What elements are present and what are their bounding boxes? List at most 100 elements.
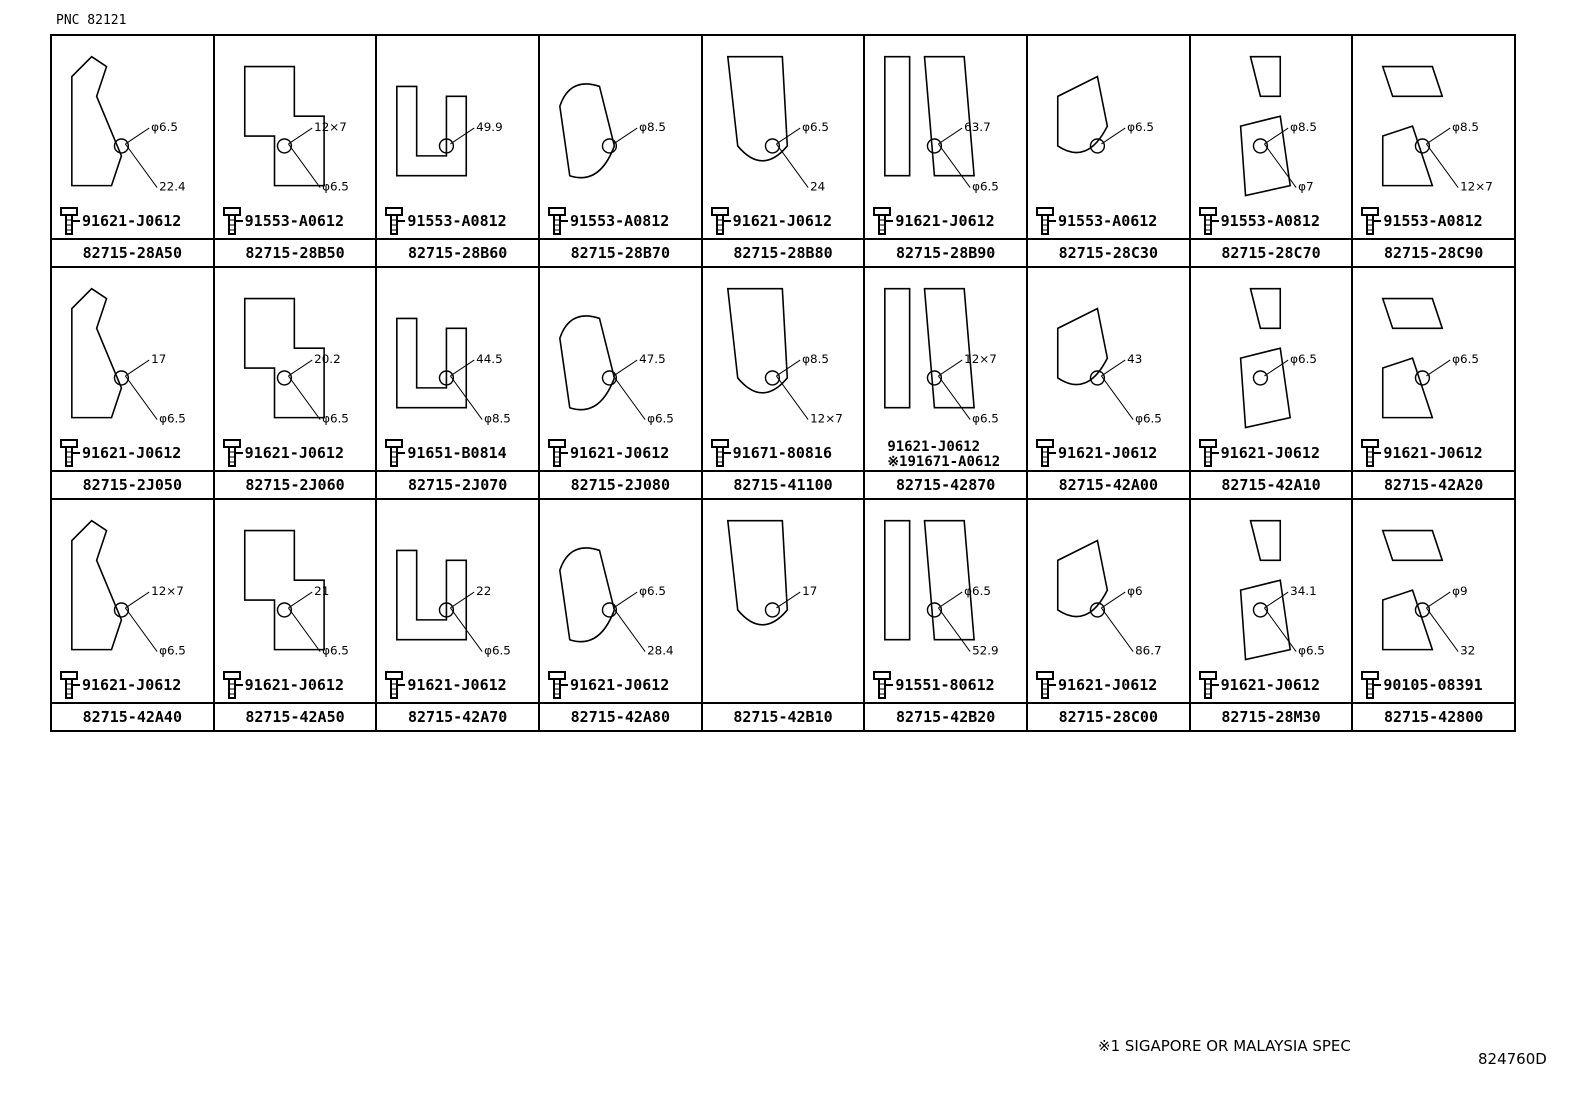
bracket-drawing: 63.7φ6.5 (884, 55, 999, 194)
leader-line (613, 591, 638, 609)
leader-line (612, 607, 646, 652)
dimension-label: 22 (477, 584, 492, 598)
mounting-hole (439, 602, 455, 618)
bolt-part-number: 91621-J0612 (82, 676, 182, 694)
bolt-part-number: 91621-J0612 (1383, 444, 1483, 462)
bracket-drawing: φ6.552.9 (884, 519, 999, 658)
bolt-icon (385, 671, 406, 699)
bracket-outline (243, 529, 325, 651)
bracket-drawing: 34.1φ6.5 (1239, 519, 1325, 661)
bracket-drawing: φ6.528.4 (559, 547, 674, 658)
bolt-notes: 91621-J0612※191671-A0612 (887, 440, 1000, 470)
part-number: 82715-28A50 (52, 238, 213, 266)
bolt-callout: 91671-80816 (709, 438, 832, 468)
bolt-part-number: 91621-J0612 (1220, 444, 1320, 462)
leader-line (1426, 359, 1451, 377)
bolt-part-number: 90105-08391 (1383, 676, 1483, 694)
bolt-icon (548, 439, 568, 467)
part-number: 82715-42A70 (377, 702, 538, 730)
leader-line (775, 127, 801, 145)
dimension-label: 12×7 (151, 584, 184, 598)
part-number: 82715-28C90 (1353, 238, 1514, 266)
leader-line (1101, 359, 1126, 377)
dimension-label: φ6.5 (322, 180, 349, 194)
mounting-hole (276, 602, 292, 618)
mounting-hole (601, 370, 618, 386)
mounting-hole (601, 138, 618, 154)
mounting-hole (764, 138, 780, 154)
bracket-outline (726, 287, 788, 394)
bracket-drawing: 20.2φ6.5 (243, 297, 349, 426)
bolt-icon (60, 439, 80, 467)
leader-line (124, 143, 158, 188)
bracket-drawing: φ8.512×7 (726, 287, 842, 426)
leader-line (124, 375, 158, 420)
bolt-icon (222, 439, 243, 467)
dimension-label: 43 (1127, 352, 1142, 366)
bolt-icon (1198, 207, 1219, 235)
bracket-outline (243, 297, 325, 419)
part-number: 82715-42800 (1353, 702, 1514, 730)
bracket-outline (884, 519, 976, 641)
dimension-label: 52.9 (972, 644, 998, 658)
bracket-drawing: φ6.5 (1056, 75, 1154, 154)
bracket-outline (396, 85, 468, 177)
dimension-label: 63.7 (965, 120, 991, 134)
bolt-callout: 91621-J0612 (1197, 670, 1320, 700)
bracket-outline (726, 55, 788, 162)
bolt-callout: 91553-A0612 (1034, 206, 1157, 236)
mounting-hole (439, 370, 455, 386)
dimension-label: φ6.5 (972, 412, 999, 426)
mounting-hole (1089, 370, 1106, 386)
bracket-drawing: 12×7φ6.5 (243, 65, 349, 194)
bracket-outline (1239, 55, 1291, 197)
bracket-drawing: φ6.522.4 (71, 55, 186, 194)
mounting-hole (1252, 138, 1268, 154)
bolt-icon (873, 207, 894, 235)
bolt-callout: 91621-J0612 (546, 670, 669, 700)
leader-line (1100, 375, 1134, 420)
dimension-label: φ8.5 (1453, 120, 1480, 134)
leader-line (450, 607, 483, 652)
mounting-hole (276, 370, 292, 386)
bolt-callout: 91621-J0612 (546, 438, 669, 468)
bolt-callout: 91621-J0612 (1359, 438, 1483, 468)
part-number: 82715-2J070 (377, 470, 538, 498)
leader-line (938, 359, 963, 377)
dimension-label: φ8.5 (1290, 120, 1317, 134)
part-number: 82715-28B50 (214, 238, 376, 266)
dimension-label: φ6.5 (159, 412, 186, 426)
mounting-hole (113, 602, 130, 618)
dimension-label: 12×7 (965, 352, 998, 366)
part-number: 82715-2J080 (540, 470, 701, 498)
bolt-callout: 90105-08391 (1359, 670, 1483, 700)
leader-line (1426, 127, 1451, 145)
bracket-outline (726, 519, 788, 626)
bolt-callout: 91621-J0612 (383, 670, 507, 700)
mounting-hole (439, 138, 455, 154)
leader-line (287, 127, 313, 145)
part-number: 82715-42A10 (1190, 470, 1352, 498)
leader-line (613, 127, 638, 145)
bolt-icon (222, 671, 243, 699)
mounting-hole (1089, 602, 1106, 618)
bracket-drawing: φ6.5 (1239, 287, 1317, 429)
dimension-label: φ6 (1127, 584, 1142, 598)
bolt-part-number: 91621-J0612 (1220, 676, 1320, 694)
bracket-outline (1381, 65, 1444, 187)
mounting-hole (927, 370, 943, 386)
part-number: 82715-28M30 (1190, 702, 1352, 730)
